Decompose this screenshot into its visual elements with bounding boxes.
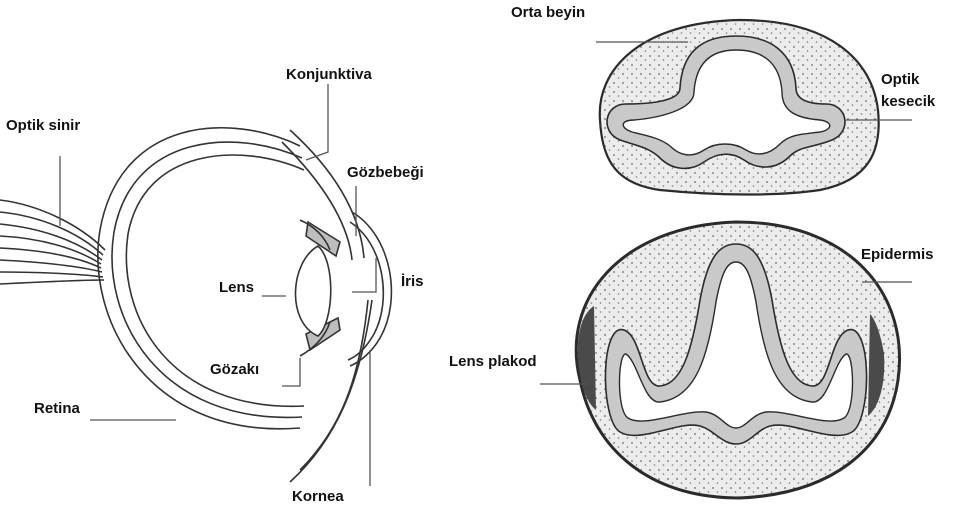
label-cornea: Kornea <box>292 488 344 506</box>
label-epidermis: Epidermis <box>861 246 934 264</box>
lens-shape <box>295 246 330 336</box>
label-retina: Retina <box>34 400 80 418</box>
label-lens-placode: Lens plakod <box>449 353 537 371</box>
eye-diagram <box>0 84 391 486</box>
embryo-top-diagram <box>596 20 912 195</box>
label-iris: İris <box>401 273 424 291</box>
label-optic-vesicle-line1: Optik <box>881 71 919 89</box>
label-pupil: Gözbebeği <box>347 164 424 182</box>
label-conjunctiva: Konjunktiva <box>286 66 372 84</box>
optic-nerve <box>0 200 105 284</box>
label-optic-nerve: Optik sinir <box>6 117 80 135</box>
embryo-bottom-diagram <box>540 222 912 498</box>
label-ciliary: Gözakı <box>210 361 259 379</box>
label-lens: Lens <box>219 279 254 297</box>
choroid <box>112 142 302 417</box>
label-midbrain: Orta beyin <box>511 4 585 22</box>
label-optic-vesicle-line2: kesecik <box>881 93 935 111</box>
